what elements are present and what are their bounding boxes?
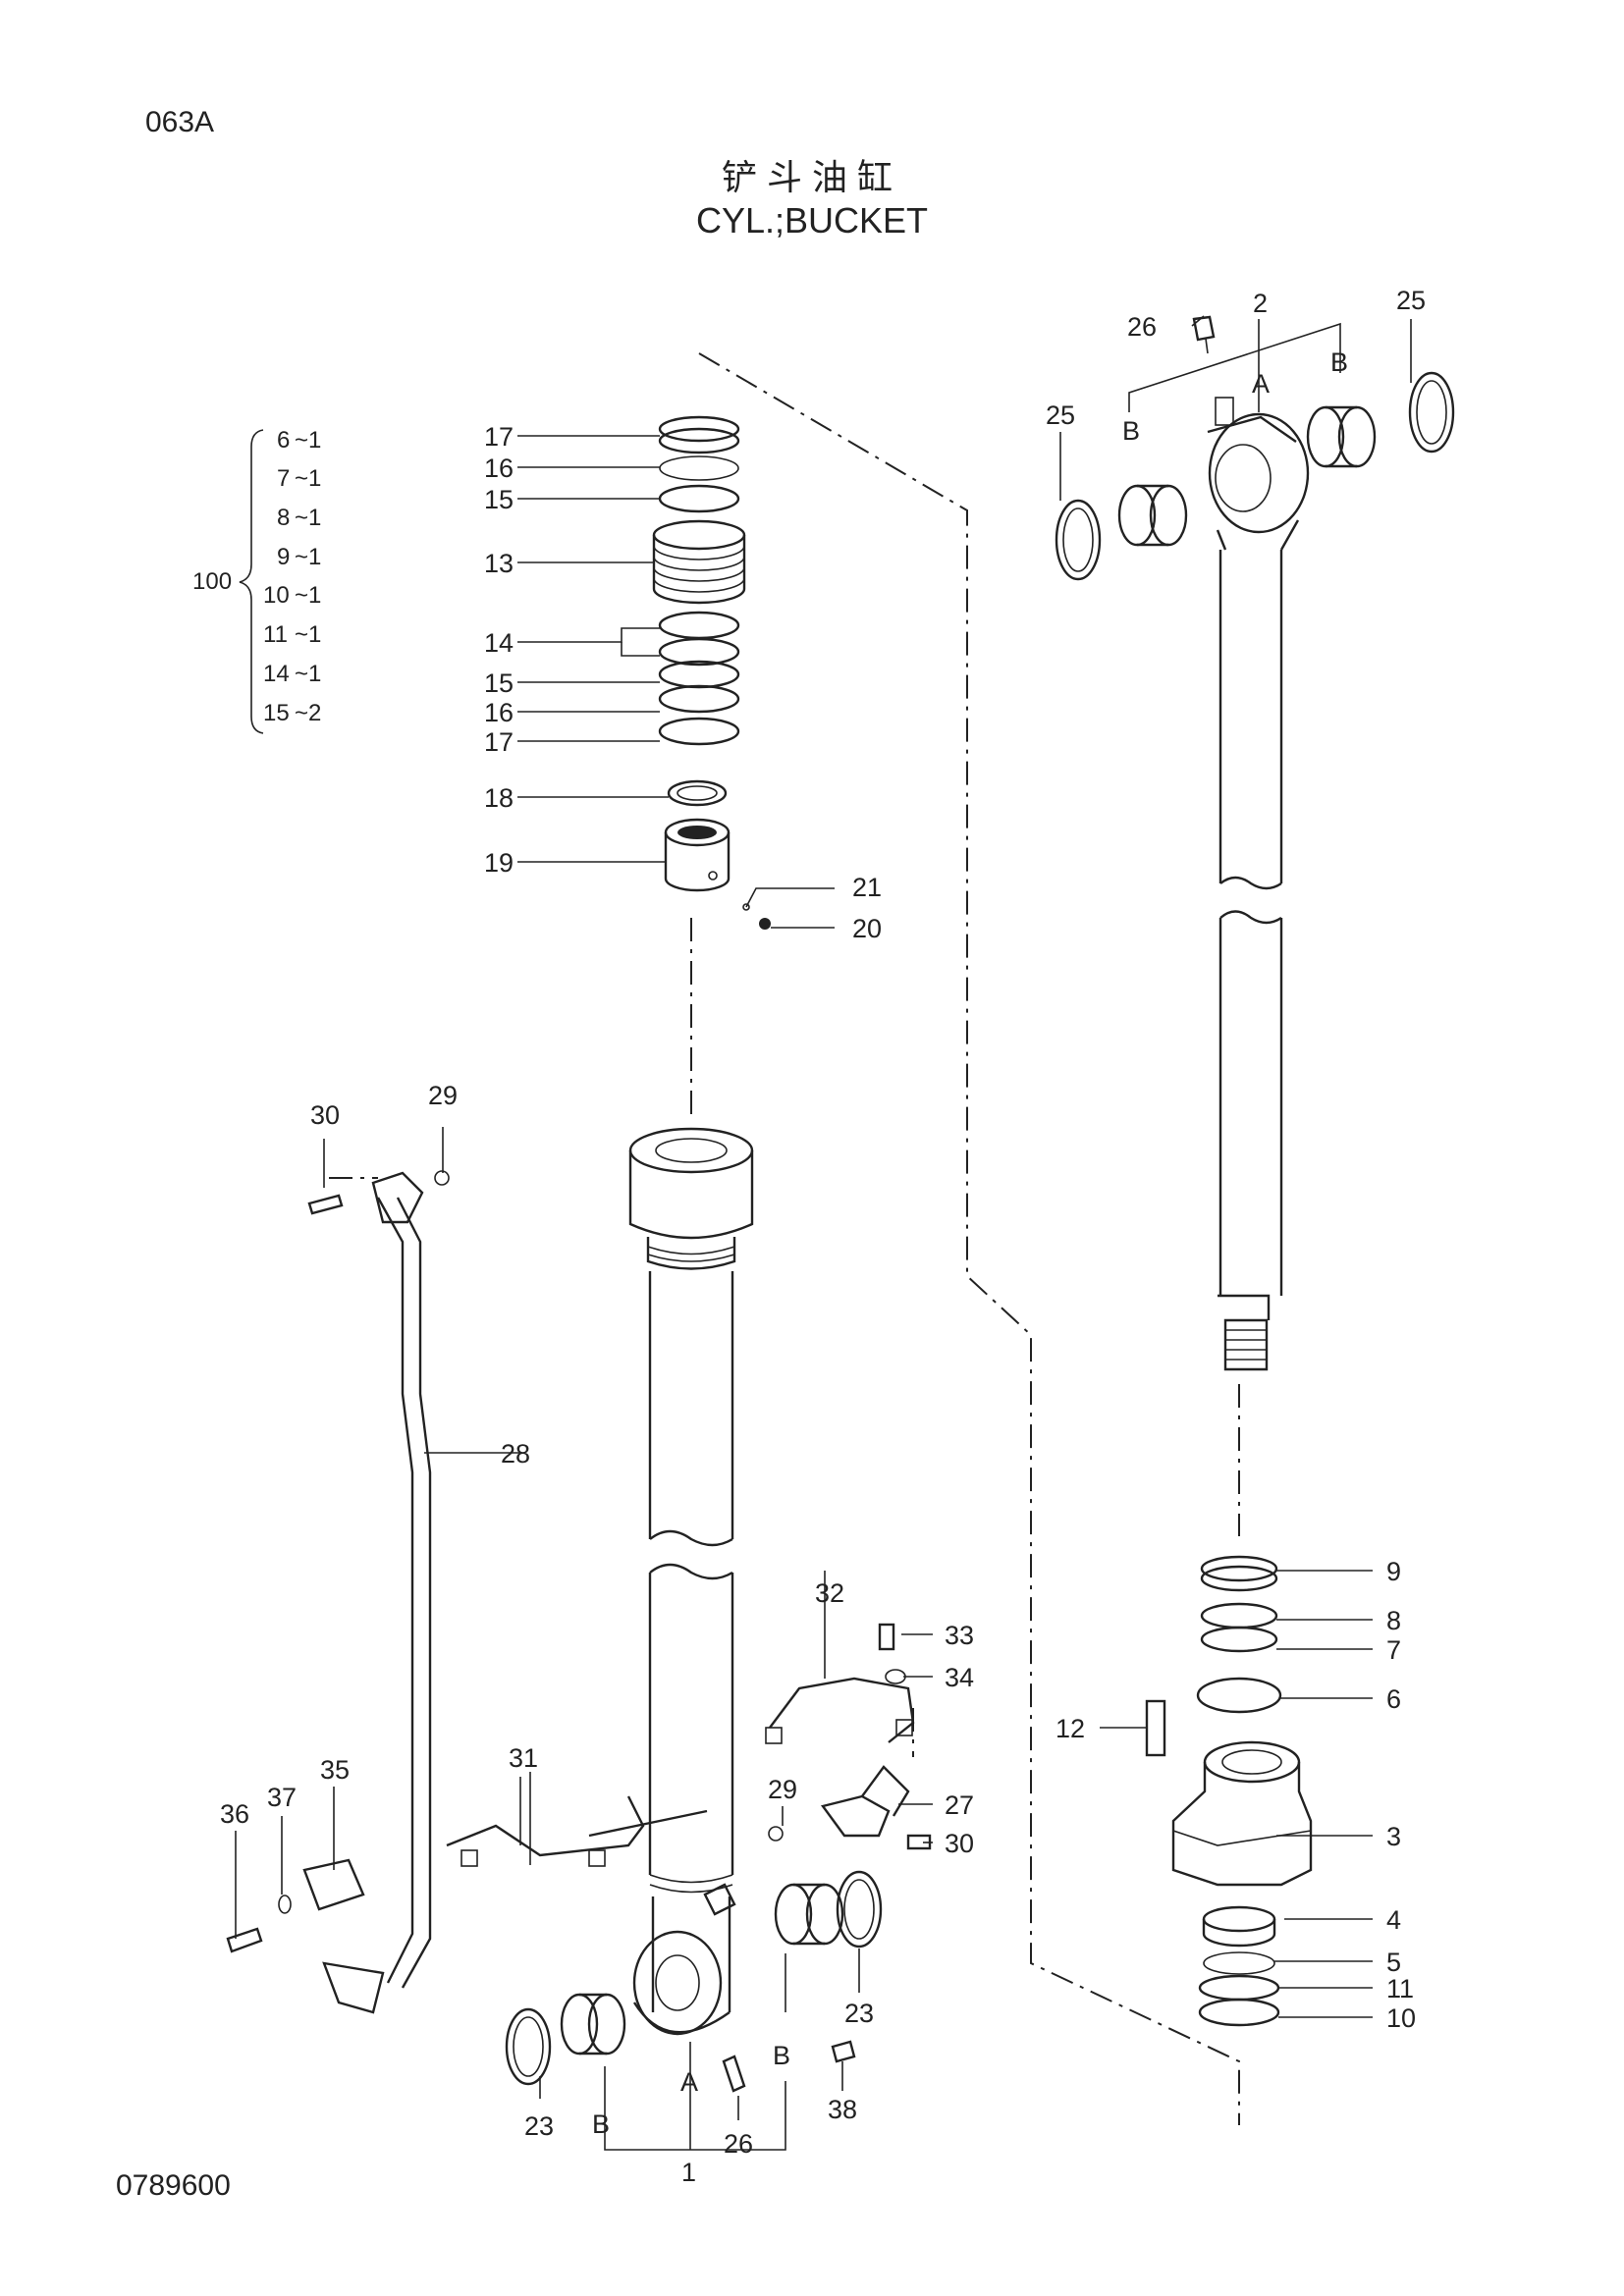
cylinder-tube bbox=[628, 1127, 754, 2036]
callout-26: 26 bbox=[724, 2129, 753, 2159]
callout-6: 6 bbox=[1386, 1684, 1401, 1714]
kit-item-part: 7 bbox=[277, 465, 290, 492]
callout-labels: 17 16 15 13 14 15 16 17 18 19 21 20 26 2… bbox=[220, 286, 1426, 2187]
kit-item-qty: ~1 bbox=[295, 505, 321, 531]
callout-30: 30 bbox=[310, 1100, 340, 1130]
callout-29: 29 bbox=[428, 1081, 458, 1110]
callout-37: 37 bbox=[267, 1783, 297, 1812]
callout-23: 23 bbox=[524, 2111, 554, 2141]
callout-17: 17 bbox=[484, 727, 514, 757]
bottom-bushings bbox=[505, 1870, 883, 2086]
rod-end-bushings bbox=[1055, 315, 1455, 581]
callout-25: 25 bbox=[1046, 400, 1075, 430]
callout-26: 26 bbox=[1127, 312, 1157, 342]
callout-31: 31 bbox=[509, 1743, 538, 1773]
diagram-title-en: CYL.;BUCKET bbox=[695, 200, 929, 240]
piston-seal-stack bbox=[652, 415, 771, 930]
leader-lines bbox=[235, 315, 1412, 2151]
callout-13: 13 bbox=[484, 549, 514, 578]
piston-rod bbox=[1207, 397, 1310, 1371]
kit-item-qty: ~1 bbox=[295, 544, 321, 570]
callout-28: 28 bbox=[501, 1439, 530, 1468]
kit-item-part: 11 bbox=[263, 621, 288, 648]
kit-item-qty: ~1 bbox=[295, 621, 321, 648]
pin-label-b: B bbox=[1122, 416, 1140, 446]
callout-15: 15 bbox=[484, 668, 514, 698]
callout-20: 20 bbox=[852, 914, 882, 943]
cylinder-head-seals bbox=[1145, 1555, 1313, 2027]
callout-9: 9 bbox=[1386, 1557, 1401, 1586]
kit-item-qty: ~1 bbox=[295, 661, 321, 687]
callout-21: 21 bbox=[852, 873, 882, 902]
callout-4: 4 bbox=[1386, 1905, 1401, 1935]
callout-19: 19 bbox=[484, 848, 514, 878]
kit-100-group: 100 6 ~1 7 ~1 8 ~1 9 ~1 10 ~1 11 ~1 14 ~… bbox=[192, 427, 321, 734]
callout-12: 12 bbox=[1056, 1714, 1085, 1743]
callout-7: 7 bbox=[1386, 1635, 1401, 1665]
callout-3: 3 bbox=[1386, 1822, 1401, 1851]
callout-34: 34 bbox=[945, 1663, 974, 1692]
pipe-assembly bbox=[226, 1170, 932, 2093]
page-code: 063A bbox=[145, 106, 215, 138]
kit-item-qty: ~1 bbox=[295, 582, 321, 609]
callout-38: 38 bbox=[828, 2095, 857, 2124]
kit-item-qty: ~2 bbox=[295, 700, 321, 726]
document-number: 0789600 bbox=[116, 2169, 231, 2202]
callout-5: 5 bbox=[1386, 1948, 1401, 1977]
kit-item-part: 8 bbox=[277, 505, 290, 531]
kit-item-part: 9 bbox=[277, 544, 290, 570]
kit-item-part: 10 bbox=[263, 582, 290, 609]
callout-23: 23 bbox=[844, 1999, 874, 2028]
pin-label-a: A bbox=[1252, 369, 1270, 399]
callout-33: 33 bbox=[945, 1621, 974, 1650]
callout-25: 25 bbox=[1396, 286, 1426, 315]
kit-item-part: 14 bbox=[263, 661, 290, 687]
callout-8: 8 bbox=[1386, 1606, 1401, 1635]
callout-16: 16 bbox=[484, 698, 514, 727]
kit-item-qty: ~1 bbox=[295, 427, 321, 454]
callout-16: 16 bbox=[484, 454, 514, 483]
assembly-path-line bbox=[698, 352, 1240, 2125]
kit-number: 100 bbox=[192, 568, 232, 595]
callout-30: 30 bbox=[945, 1829, 974, 1858]
pin-label-b: B bbox=[1330, 347, 1348, 377]
kit-brace bbox=[239, 429, 264, 734]
kit-item-part: 6 bbox=[277, 427, 290, 454]
callout-18: 18 bbox=[484, 783, 514, 813]
callout-36: 36 bbox=[220, 1799, 249, 1829]
callout-17: 17 bbox=[484, 422, 514, 452]
callout-35: 35 bbox=[320, 1755, 350, 1785]
callout-10: 10 bbox=[1386, 2003, 1416, 2033]
callout-27: 27 bbox=[945, 1790, 974, 1820]
diagram-title-cn: 铲斗油缸 bbox=[721, 158, 902, 198]
kit-item-qty: ~1 bbox=[295, 465, 321, 492]
callout-1: 1 bbox=[681, 2158, 696, 2187]
callout-15: 15 bbox=[484, 485, 514, 514]
callout-2: 2 bbox=[1253, 289, 1268, 318]
callout-32: 32 bbox=[815, 1578, 844, 1608]
callout-14: 14 bbox=[484, 628, 514, 658]
kit-item-part: 15 bbox=[263, 700, 290, 726]
pin-label-b: B bbox=[773, 2041, 790, 2070]
pin-label-b: B bbox=[592, 2109, 610, 2139]
pin-label-a: A bbox=[680, 2067, 698, 2097]
callout-29: 29 bbox=[768, 1775, 797, 1804]
callout-11: 11 bbox=[1386, 1974, 1414, 2003]
